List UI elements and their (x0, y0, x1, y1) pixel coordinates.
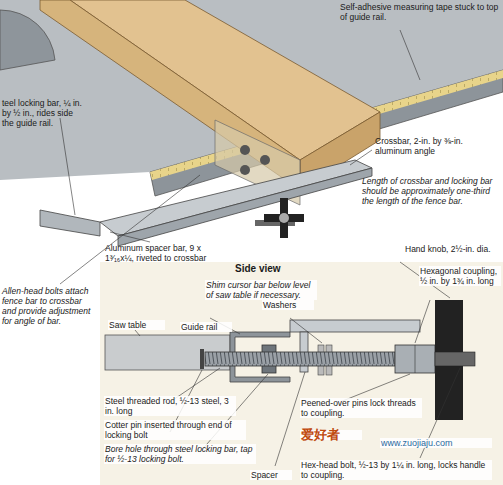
callout: Self-adhesive measuring tape stuck to to… (340, 2, 500, 22)
allen-bolt (240, 165, 250, 175)
callout: Peened-over pins lock threads to couplin… (300, 398, 422, 418)
hex-coupling (395, 345, 435, 373)
note: Length of crossbar and locking bar shoul… (362, 176, 500, 206)
callout: teel locking bar, ¼ in. by ½ in., rides … (2, 98, 82, 128)
note: Allen-head bolts attach fence bar to cro… (2, 286, 98, 326)
allen-bolt (240, 145, 250, 155)
saw-blade (0, 10, 55, 70)
part-name: Guide rail (180, 322, 232, 332)
spacer-bar (40, 210, 100, 236)
threaded-rod (205, 352, 395, 366)
fence-side (40, 0, 300, 190)
cotter-pin (200, 349, 204, 369)
callout: Hex-head bolt, ½-13 by 1¼ in. long, lock… (300, 460, 492, 480)
callout: Hexagonal coupling, ½ in. by 1¾ in. long (419, 266, 501, 286)
allen-bolt (260, 155, 270, 165)
callout: Crossbar, 2-in. by ⅜-in. aluminum angle (375, 136, 500, 156)
callout: Cotter pin inserted through end of locki… (104, 420, 246, 440)
crossbar-face (118, 168, 372, 246)
watermark: www.zuojiaju.com (380, 438, 492, 448)
knob-bolt (279, 213, 289, 223)
callout: Aluminum spacer bar, 9 x 1³⁄₁₆x¼, rivete… (105, 243, 225, 263)
hex-head-bolt (435, 352, 475, 366)
side-view-panel (100, 262, 503, 485)
hand-knob (264, 198, 304, 238)
note: Shim cursor bar below level of saw table… (205, 280, 317, 300)
crossbar (100, 160, 372, 236)
part-name: Saw table (108, 320, 165, 330)
crossbar-section (290, 320, 420, 332)
part-name: Washers (262, 300, 314, 310)
watermark: 爱好者 (300, 430, 362, 440)
callout: Steel threaded rod, ½-13 steel, 3 in. lo… (104, 396, 236, 416)
part-name: Spacer (250, 470, 292, 480)
callout: Hand knob, 2½-in. dia. (404, 244, 501, 254)
note: Bore hole through steel locking bar, tap… (104, 444, 256, 464)
view-title: Side view (235, 264, 305, 274)
